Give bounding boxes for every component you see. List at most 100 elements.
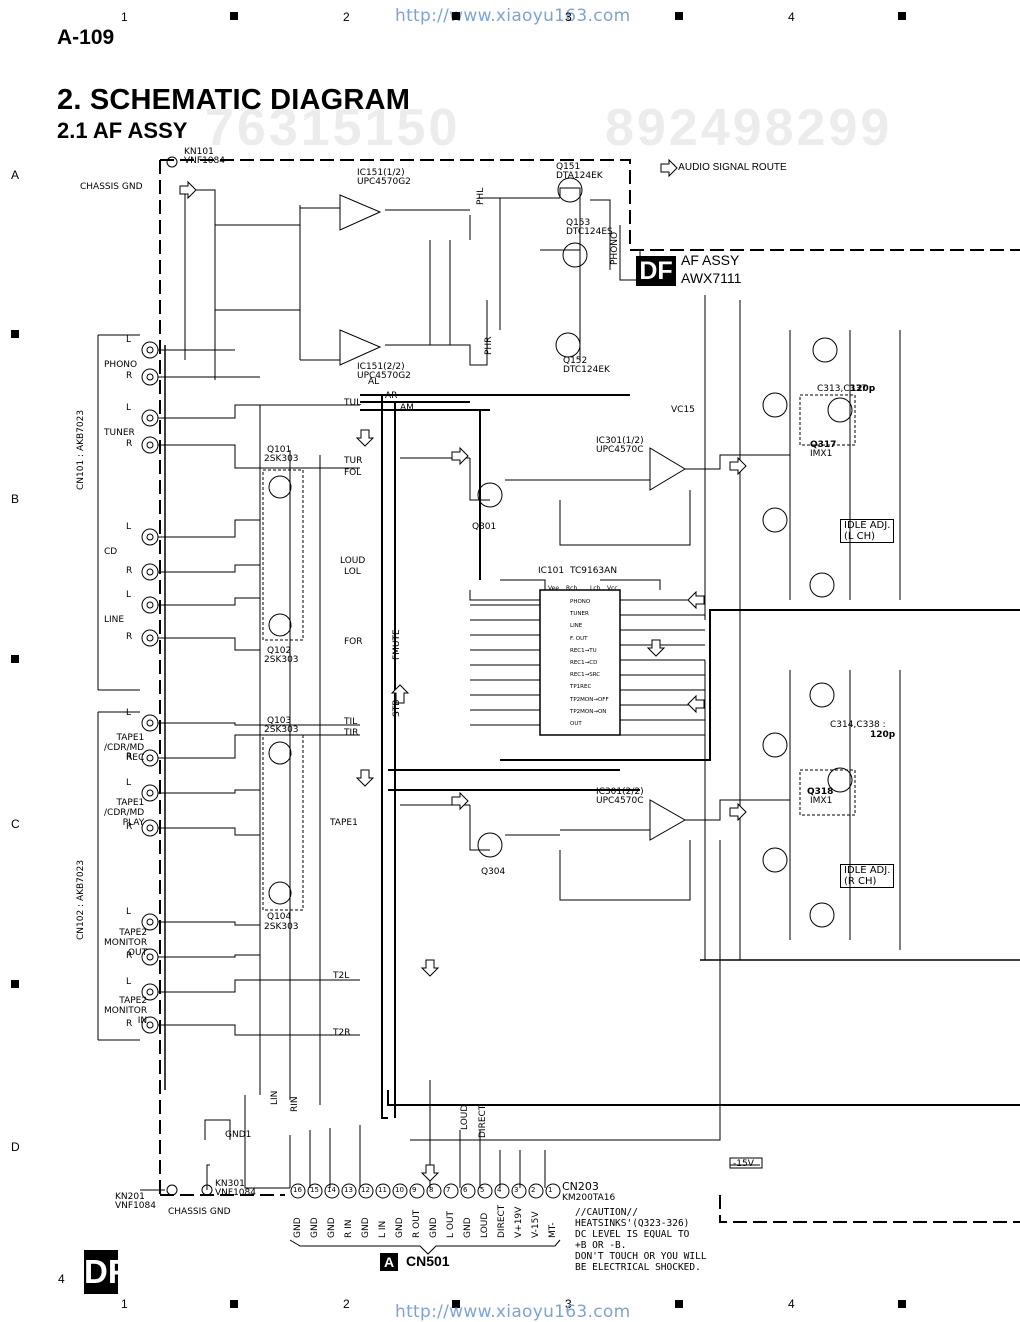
input-jack-name: PHONO [104, 360, 138, 370]
ic301a-label: IC301(1/2) [596, 436, 644, 446]
cn203-pin-label: MT- [548, 1222, 558, 1238]
q151-label: Q151 [556, 162, 581, 172]
watermark-left: 76315150 [205, 99, 461, 157]
assy-name: AF ASSY [681, 252, 740, 268]
cn203-label: CN203 [562, 1180, 599, 1193]
net-direct: DIRECT [478, 1104, 488, 1138]
ic301a-part: UPC4570C [596, 445, 644, 455]
net-loud: LOUD [340, 556, 366, 566]
ic101-pin-function: OUT [570, 721, 582, 728]
cn203-pin-number: 6 [463, 1186, 468, 1194]
net-tul: TUL [344, 398, 362, 408]
cn501-badge: A [380, 1253, 398, 1271]
cn203-pin-label: LOUD [480, 1212, 490, 1238]
kn201-label: KN201 [115, 1192, 145, 1202]
input-jack-left-marker: L [126, 708, 132, 718]
chassis-gnd-bottom: CHASSIS GND [168, 1207, 231, 1217]
cn203-pin-number: 12 [361, 1186, 370, 1194]
grid-mark [675, 1300, 683, 1308]
cn203-pin-label: V-15V [531, 1211, 541, 1239]
minus15v-label: -15V [733, 1159, 754, 1169]
cn203-pin-label: R IN [344, 1219, 354, 1238]
ic101-pin-function: LINE [570, 623, 583, 630]
ic101-pin-function: TP1REC [570, 684, 592, 691]
footer-badge: DF [84, 1250, 128, 1294]
assy-part: AWX7111 [681, 270, 742, 286]
cn203-pin-circles [290, 1183, 561, 1199]
section-title: 2. SCHEMATIC DIAGRAM [57, 84, 411, 116]
footer-grid-col-4: 4 [788, 1297, 795, 1311]
net-lin: LIN [270, 1090, 280, 1105]
q152-part: DTC124EK [563, 365, 610, 375]
input-jack-left-marker: L [126, 977, 132, 987]
grid-mark [452, 12, 460, 20]
subsection-title: 2.1 AF ASSY [57, 118, 188, 143]
net-tir: TIR [344, 728, 359, 738]
net-t2r: T2R [333, 1028, 351, 1038]
grid-mark [898, 12, 906, 20]
ic101-pin-function: REC1→SRC [570, 672, 601, 679]
q151-part: DTA124EK [556, 171, 603, 181]
grid-col-4: 4 [788, 10, 795, 24]
input-jack-name: TUNER [104, 428, 135, 438]
ic101-rch: Rch [566, 585, 578, 592]
grid-mark [898, 1300, 906, 1308]
input-jack-left-marker: L [126, 403, 132, 413]
vc15-label: VC15 [671, 405, 695, 415]
net-til: TIL [344, 717, 358, 727]
ic101-vee: Vee [548, 585, 560, 592]
net-tape1: TAPE1 [330, 818, 358, 828]
ic101-label: IC101 [538, 566, 565, 576]
grid-mark [11, 655, 19, 663]
net-phl: PHL [476, 187, 486, 205]
c313-label: C313,C337 : [817, 384, 873, 394]
cn203-pin-number: 4 [497, 1186, 502, 1194]
q318-part: IMX1 [810, 796, 833, 806]
q103-part: 2SK303 [264, 725, 299, 735]
kn101-part: VNF1084 [184, 156, 225, 166]
cn203-pin-number: 13 [344, 1186, 353, 1194]
cn203-pin-number: 15 [310, 1186, 319, 1194]
ic101-pin-function: TP2MON→OFF [570, 696, 609, 703]
idle-adj-rch: IDLE ADJ. (R CH) [840, 864, 895, 888]
input-jack-name: CD [104, 547, 118, 557]
input-jack-right-marker: R [126, 822, 133, 832]
ic151a-part: UPC4570G2 [357, 177, 411, 187]
footer-url[interactable]: http://www.xiaoyu163.com [395, 1302, 631, 1322]
q102-label: Q102 [267, 646, 292, 656]
cn501-label: CN501 [406, 1253, 450, 1269]
q101-part: 2SK303 [264, 454, 299, 464]
cn203-pin-label: GND [463, 1217, 473, 1238]
cn203-pin-number: 10 [395, 1186, 404, 1194]
cn203-pin-label: GND [361, 1217, 371, 1238]
input-jack-name: TAPE1 /CDR/MD PLAY [104, 798, 145, 828]
cn203-pin-number: 9 [412, 1186, 417, 1194]
ic151b-part: UPC4570G2 [357, 371, 411, 381]
chassis-gnd-label: CHASSIS GND [80, 182, 143, 192]
net-phr: PHR [484, 336, 494, 355]
q104-label: Q104 [267, 912, 292, 922]
q101-label: Q101 [267, 445, 292, 455]
cn203-pin-label: GND [429, 1217, 439, 1238]
ic101-pin-function: TP2MON→ON [570, 708, 607, 715]
footer-page-number: 4 [58, 1272, 65, 1286]
input-jack-right-marker: R [126, 439, 133, 449]
footer-grid-col-2: 2 [343, 1297, 350, 1311]
q103-label: Q103 [267, 716, 292, 726]
ic101-vcc: Vcc [607, 585, 618, 592]
cn203-pin-number: 16 [293, 1186, 302, 1194]
header-url[interactable]: http://www.xiaoyu163.com [395, 6, 631, 26]
c314-value: 120p [870, 730, 896, 740]
input-jack-left-marker: L [126, 590, 132, 600]
net-phono: PHONO [610, 231, 620, 265]
grid-mark [11, 330, 19, 338]
q318-label: Q318 [807, 787, 834, 797]
cn203-pin-label: L OUT [446, 1210, 456, 1238]
ic101-pin-function: REC1→TU [570, 647, 597, 654]
grid-col-1: 1 [121, 10, 128, 24]
input-jack-name: TAPE2 MONITOR OUT [104, 928, 148, 958]
q152-label: Q152 [563, 356, 588, 366]
grid-mark [11, 980, 19, 988]
